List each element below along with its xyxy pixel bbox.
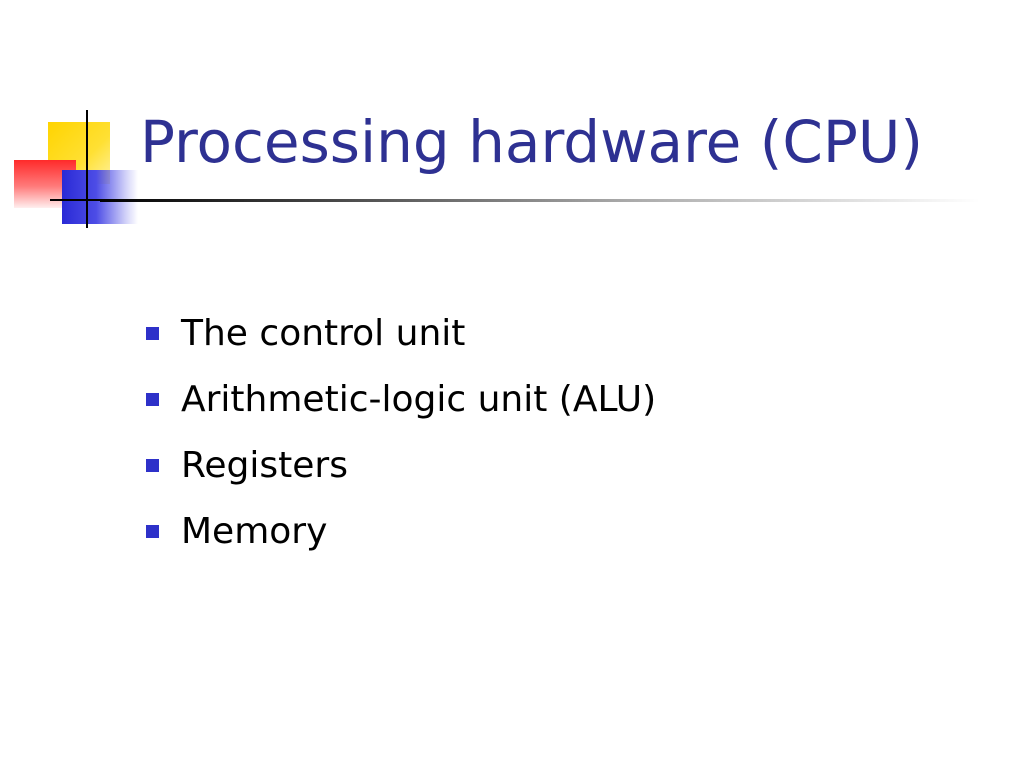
bullet-item: Arithmetic-logic unit (ALU) bbox=[146, 366, 656, 432]
bullet-item: Memory bbox=[146, 498, 656, 564]
bullet-text: Memory bbox=[181, 510, 328, 552]
square-bullet-icon bbox=[146, 458, 159, 472]
blue-square-shape bbox=[62, 170, 138, 224]
bullet-item: The control unit bbox=[146, 300, 656, 366]
slide-title: Processing hardware (CPU) bbox=[140, 108, 923, 176]
title-underline-rule bbox=[100, 199, 980, 202]
vertical-line bbox=[86, 110, 88, 228]
bullet-item: Registers bbox=[146, 432, 656, 498]
square-bullet-icon bbox=[146, 326, 159, 340]
bullet-text: Arithmetic-logic unit (ALU) bbox=[181, 378, 657, 420]
square-bullet-icon bbox=[146, 392, 159, 406]
bullet-list: The control unit Arithmetic-logic unit (… bbox=[146, 300, 656, 564]
decorative-logo bbox=[0, 100, 150, 230]
square-bullet-icon bbox=[146, 524, 159, 538]
horizontal-line bbox=[50, 199, 130, 201]
bullet-text: Registers bbox=[181, 444, 348, 486]
bullet-text: The control unit bbox=[181, 312, 466, 354]
